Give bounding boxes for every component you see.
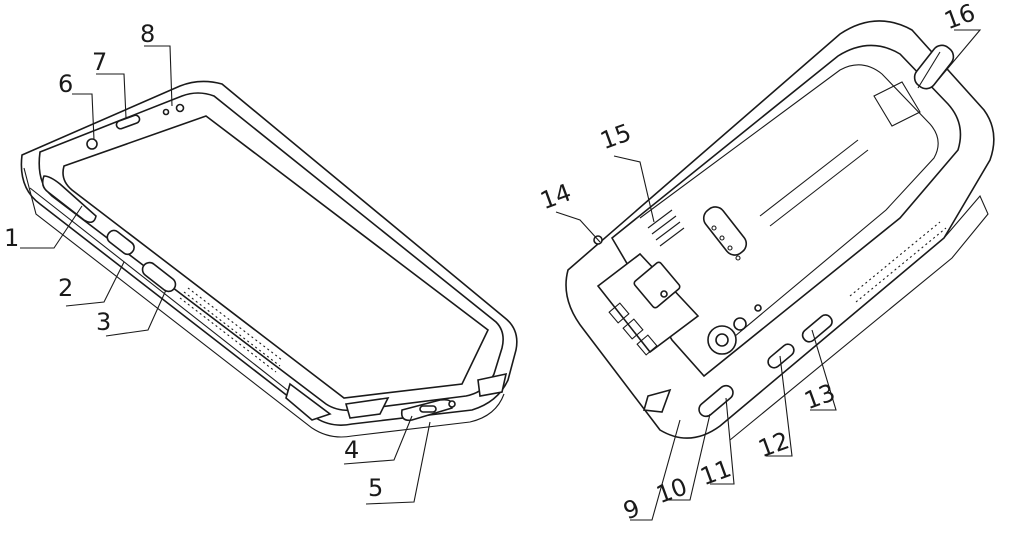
callout-9: 9	[620, 494, 644, 526]
rear-flash	[754, 304, 762, 312]
lanyard-hole	[642, 388, 672, 413]
rear-scanner-window	[596, 252, 700, 356]
callout-12: 12	[755, 426, 793, 463]
front-view-device	[20, 80, 518, 438]
rear-speaker-slots	[647, 209, 685, 247]
callout-7: 7	[92, 48, 107, 76]
rear-camera	[707, 317, 747, 355]
side-volume-key	[767, 343, 795, 369]
side-scan-key	[698, 384, 734, 418]
front-camera-lens	[86, 138, 98, 150]
front-speaker-grille	[179, 287, 283, 373]
earpiece-receiver	[115, 114, 141, 130]
callout-6: 6	[58, 70, 73, 98]
side-power-key	[801, 314, 833, 343]
battery-latch	[913, 44, 955, 90]
light-sensor	[162, 103, 185, 116]
front-corner-bumpers	[285, 372, 508, 421]
callout-2: 2	[58, 274, 73, 302]
callout-1: 1	[4, 224, 19, 252]
callout-3: 3	[96, 308, 111, 336]
callout-10: 10	[653, 472, 691, 509]
callout-4: 4	[344, 436, 359, 464]
front-side-scanner-button	[41, 175, 97, 224]
callout-8: 8	[140, 20, 155, 48]
callout-5: 5	[368, 474, 383, 502]
bottom-microphone	[448, 400, 456, 408]
callout-15: 15	[597, 118, 635, 155]
usb-c-port	[400, 398, 454, 422]
callout-14: 14	[537, 178, 575, 215]
front-volume-button	[106, 229, 135, 256]
touch-screen	[62, 115, 490, 399]
callout-11: 11	[697, 454, 735, 491]
pogo-pin-connector	[702, 206, 748, 261]
rear-view-device	[565, 20, 995, 441]
leader-lines	[20, 29, 982, 521]
front-power-button	[141, 261, 177, 293]
